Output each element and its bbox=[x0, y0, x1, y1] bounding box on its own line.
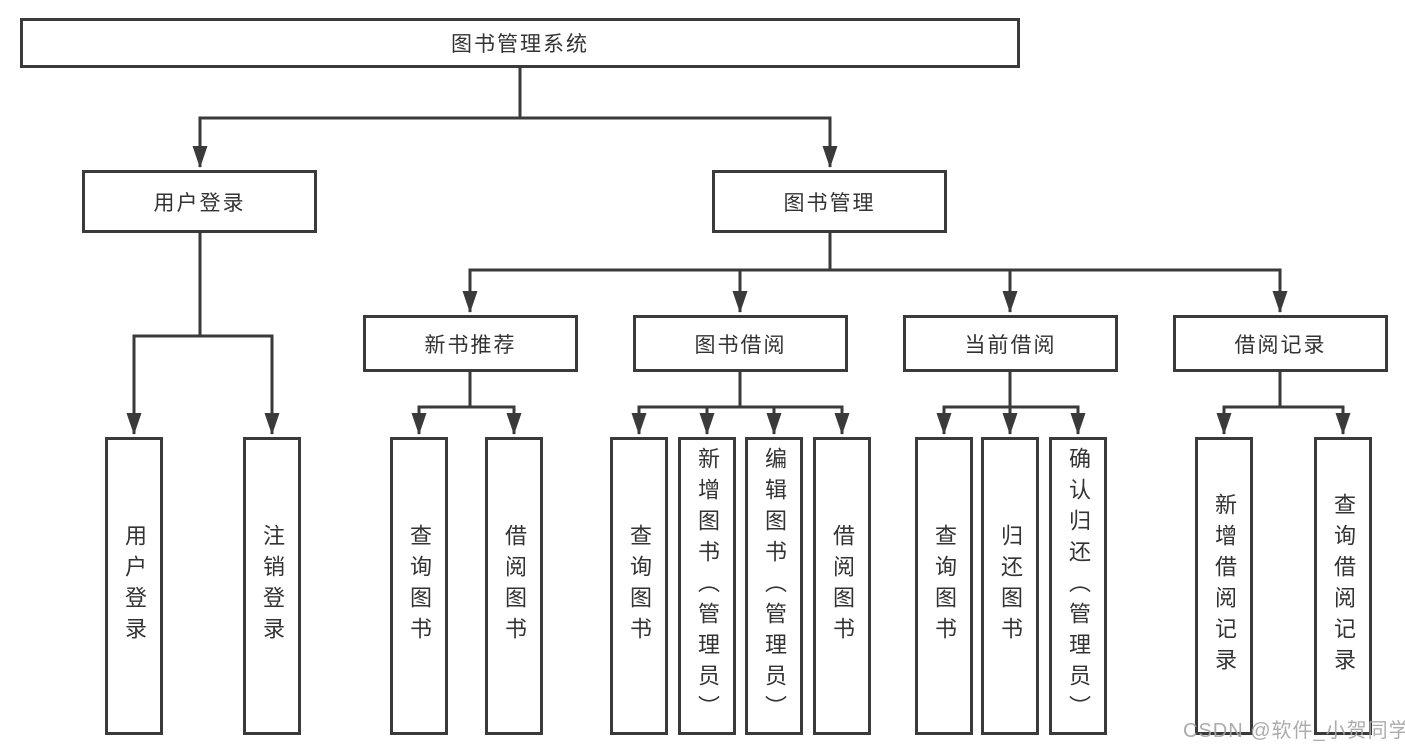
node-book-borrowing-label: 图书借阅 bbox=[694, 333, 787, 357]
node-new-book-recommend: 新书推荐 bbox=[363, 315, 578, 372]
node-root-label: 图书管理系统 bbox=[451, 33, 589, 56]
leaf-current-query-books-label: 查询图书 bbox=[932, 524, 957, 648]
node-user-login: 用户登录 bbox=[82, 170, 317, 233]
node-book-management-label: 图书管理 bbox=[783, 191, 876, 215]
node-current-borrowing: 当前借阅 bbox=[903, 315, 1118, 372]
leaf-logout: 注销登录 bbox=[243, 437, 301, 735]
leaf-rec-borrow-books: 借阅图书 bbox=[485, 437, 543, 735]
leaf-query-borrow-record: 查询借阅记录 bbox=[1314, 437, 1372, 735]
leaf-add-books-admin-label: 新增图书（管理员） bbox=[695, 446, 720, 726]
leaf-add-borrow-record: 新增借阅记录 bbox=[1195, 437, 1253, 735]
node-book-borrowing: 图书借阅 bbox=[633, 315, 848, 372]
leaf-logout-label: 注销登录 bbox=[260, 524, 285, 648]
node-user-login-label: 用户登录 bbox=[153, 191, 246, 215]
leaf-confirm-return-admin-label: 确认归还（管理员） bbox=[1066, 446, 1091, 726]
leaf-edit-books-admin-label: 编辑图书（管理员） bbox=[762, 446, 787, 726]
leaf-user-login-label: 用户登录 bbox=[122, 524, 147, 648]
leaf-borrow-books: 借阅图书 bbox=[813, 437, 871, 735]
leaf-borrow-books-label: 借阅图书 bbox=[830, 524, 855, 648]
node-root: 图书管理系统 bbox=[20, 18, 1020, 68]
csdn-watermark: CSDN @软件_小贺同学 bbox=[1183, 720, 1405, 742]
leaf-rec-borrow-books-label: 借阅图书 bbox=[502, 524, 527, 648]
leaf-borrow-query-books: 查询图书 bbox=[610, 437, 668, 735]
leaf-return-books-label: 归还图书 bbox=[998, 524, 1023, 648]
node-current-borrowing-label: 当前借阅 bbox=[964, 333, 1057, 357]
leaf-rec-query-books: 查询图书 bbox=[390, 437, 448, 735]
node-borrow-records: 借阅记录 bbox=[1173, 315, 1388, 372]
leaf-user-login: 用户登录 bbox=[105, 437, 163, 735]
leaf-return-books: 归还图书 bbox=[981, 437, 1039, 735]
leaf-edit-books-admin: 编辑图书（管理员） bbox=[745, 437, 803, 735]
node-borrow-records-label: 借阅记录 bbox=[1234, 333, 1327, 357]
leaf-add-books-admin: 新增图书（管理员） bbox=[678, 437, 736, 735]
leaf-borrow-query-books-label: 查询图书 bbox=[627, 524, 652, 648]
leaf-current-query-books: 查询图书 bbox=[915, 437, 973, 735]
leaf-confirm-return-admin: 确认归还（管理员） bbox=[1049, 437, 1107, 735]
node-new-book-recommend-label: 新书推荐 bbox=[424, 333, 517, 357]
node-book-management: 图书管理 bbox=[712, 170, 947, 233]
leaf-add-borrow-record-label: 新增借阅记录 bbox=[1212, 493, 1237, 679]
leaf-rec-query-books-label: 查询图书 bbox=[407, 524, 432, 648]
leaf-query-borrow-record-label: 查询借阅记录 bbox=[1331, 493, 1356, 679]
